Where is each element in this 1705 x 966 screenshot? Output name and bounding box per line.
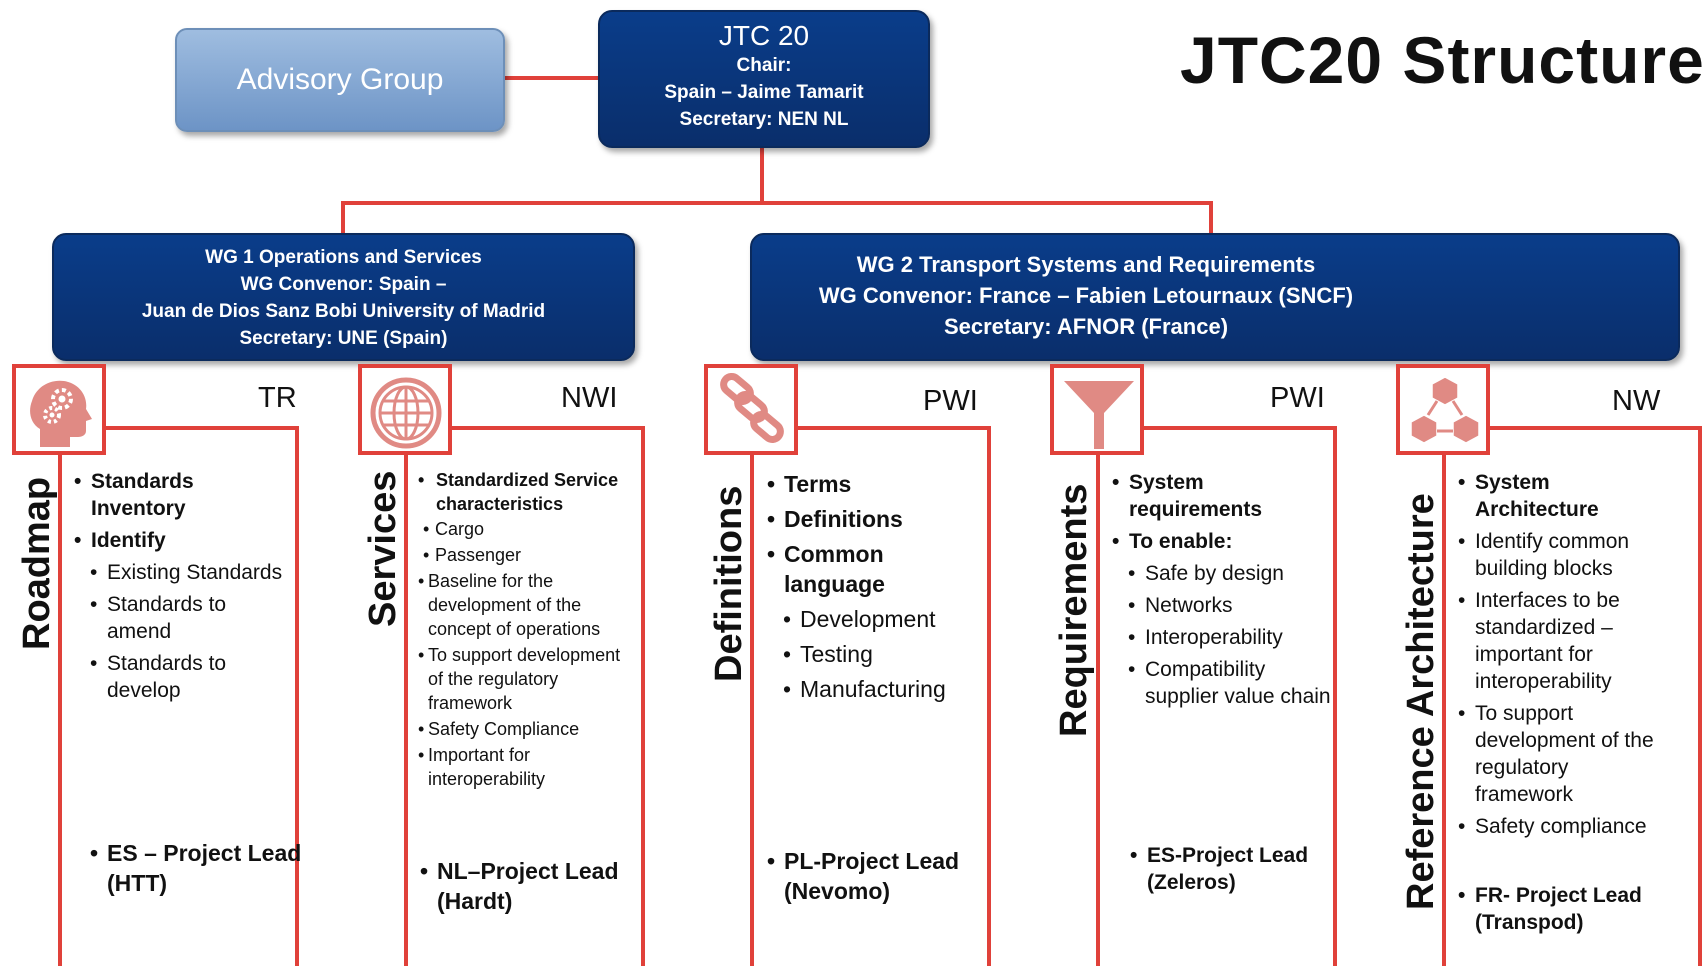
- list-item: Development: [783, 604, 989, 634]
- wg2-convenor: WG Convenor: France – Fabien Letournaux …: [818, 283, 1354, 308]
- project-lead: •FR- Project Lead (Transpod): [1458, 884, 1642, 934]
- list-item: Identify: [74, 527, 289, 554]
- list-item: Standards Inventory: [74, 468, 289, 522]
- project-lead-text: ES – Project Lead (HTT): [107, 840, 302, 896]
- column-label: Requirements: [1053, 483, 1095, 737]
- list-item: Standards to amend: [90, 591, 289, 645]
- project-lead-text: FR- Project Lead (Transpod): [1475, 884, 1642, 934]
- list-item: Safe by design: [1128, 560, 1334, 587]
- page-title: JTC20 Structure: [1180, 23, 1705, 97]
- item-list: Standards Inventory Identify Existing St…: [74, 468, 289, 704]
- panel-frame: [58, 426, 299, 966]
- list-item: Standards to develop: [90, 650, 289, 704]
- list-item: Terms: [767, 469, 989, 499]
- panel-frame: [1096, 426, 1337, 966]
- connector-advisory: [505, 76, 598, 80]
- list-item: System Architecture: [1458, 469, 1668, 523]
- column-label: Reference Architecture: [1400, 493, 1442, 910]
- project-lead: •NL–Project Lead (Hardt): [420, 858, 619, 914]
- wg2-box: WG 2 Transport Systems and Requirements …: [750, 233, 1680, 361]
- list-item: Existing Standards: [90, 559, 289, 586]
- chain-link-icon: [720, 373, 784, 443]
- wg2-secretary: Secretary: AFNOR (France): [943, 314, 1229, 339]
- funnel-icon: [1064, 381, 1134, 449]
- work-item-type: NW: [1612, 385, 1661, 417]
- jtc-chair-label: Chair:: [736, 55, 792, 76]
- project-lead-text: PL-Project Lead (Nevomo): [784, 848, 960, 904]
- item-list: Standardized Service characteristics Car…: [418, 468, 640, 791]
- wg1-convenor: WG Convenor: Spain –: [240, 274, 447, 295]
- list-item: Safety Compliance: [418, 717, 640, 741]
- icon-frame: [1050, 364, 1144, 455]
- icon-frame: [704, 364, 798, 455]
- wg1-title: WG 1 Operations and Services: [205, 247, 482, 268]
- list-item: Testing: [783, 639, 989, 669]
- work-item-type: PWI: [1270, 382, 1325, 414]
- list-item: Manufacturing: [783, 674, 989, 704]
- list-item: Passenger: [423, 543, 640, 567]
- wg2-title: WG 2 Transport Systems and Requirements: [856, 252, 1316, 277]
- project-lead: •PL-Project Lead (Nevomo): [767, 848, 960, 904]
- list-item: To enable:: [1112, 528, 1334, 555]
- project-lead-text: ES-Project Lead (Zeleros): [1147, 844, 1309, 894]
- list-item: Interfaces to be standardized – importan…: [1458, 587, 1668, 695]
- advisory-group-box: Advisory Group: [175, 28, 505, 132]
- wg1-secretary: Secretary: UNE (Spain): [239, 328, 448, 349]
- icon-frame: [12, 364, 106, 455]
- list-item: Common language: [767, 539, 989, 599]
- icon-frame: [358, 364, 452, 455]
- work-item-type: TR: [258, 382, 297, 414]
- project-lead-text: NL–Project Lead (Hardt): [437, 858, 619, 914]
- list-item: System requirements: [1112, 469, 1334, 523]
- list-item: Definitions: [767, 504, 989, 534]
- column-label: Roadmap: [16, 476, 58, 650]
- connector-wg1: [341, 201, 345, 233]
- panel-frame: [750, 426, 991, 966]
- globe-icon: [370, 377, 442, 449]
- project-lead: •ES-Project Lead (Zeleros): [1130, 844, 1309, 894]
- list-item: Networks: [1128, 592, 1334, 619]
- item-list: Terms Definitions Common language Develo…: [767, 469, 989, 704]
- wg1-box: WG 1 Operations and Services WG Convenor…: [52, 233, 635, 361]
- list-item: Identify common building blocks: [1458, 528, 1668, 582]
- list-item: Baseline for the development of the conc…: [418, 569, 640, 641]
- connector-wg2: [1209, 201, 1213, 233]
- panel-frame: [1442, 426, 1702, 966]
- jtc-secretary: Secretary: NEN NL: [679, 109, 849, 130]
- jtc-chair: Spain – Jaime Tamarit: [664, 82, 864, 103]
- column-label: Services: [362, 470, 404, 627]
- cubes-network-icon: [1410, 376, 1480, 444]
- wg1-convenor-name: Juan de Dios Sanz Bobi University of Mad…: [141, 301, 546, 322]
- list-item: To support development of the regulatory…: [1458, 700, 1668, 808]
- list-item: Cargo: [423, 517, 640, 541]
- jtc-box: JTC 20 Chair: Spain – Jaime Tamarit Secr…: [598, 10, 930, 148]
- project-lead: •ES – Project Lead (HTT): [90, 840, 302, 896]
- head-gears-icon: [30, 380, 92, 447]
- item-list: System requirements To enable: Safe by d…: [1112, 469, 1334, 710]
- connector-horizontal: [341, 201, 1213, 205]
- column-label: Definitions: [708, 485, 750, 682]
- list-item: Compatibility supplier value chain: [1128, 656, 1334, 710]
- connector-jtc-down: [760, 145, 764, 205]
- list-item: To support development of the regulatory…: [418, 643, 640, 715]
- jtc-name: JTC 20: [718, 20, 810, 51]
- list-item: Safety compliance: [1458, 813, 1668, 840]
- item-list: System Architecture Identify common buil…: [1458, 469, 1668, 840]
- advisory-group-label: Advisory Group: [236, 63, 444, 96]
- work-item-type: NWI: [561, 382, 618, 414]
- list-item: Important for interoperability: [418, 743, 640, 791]
- list-item: Interoperability: [1128, 624, 1334, 651]
- list-item: Standardized Service characteristics: [418, 468, 640, 516]
- work-item-type: PWI: [923, 385, 978, 417]
- icon-frame: [1396, 364, 1490, 455]
- panel-frame: [404, 426, 645, 966]
